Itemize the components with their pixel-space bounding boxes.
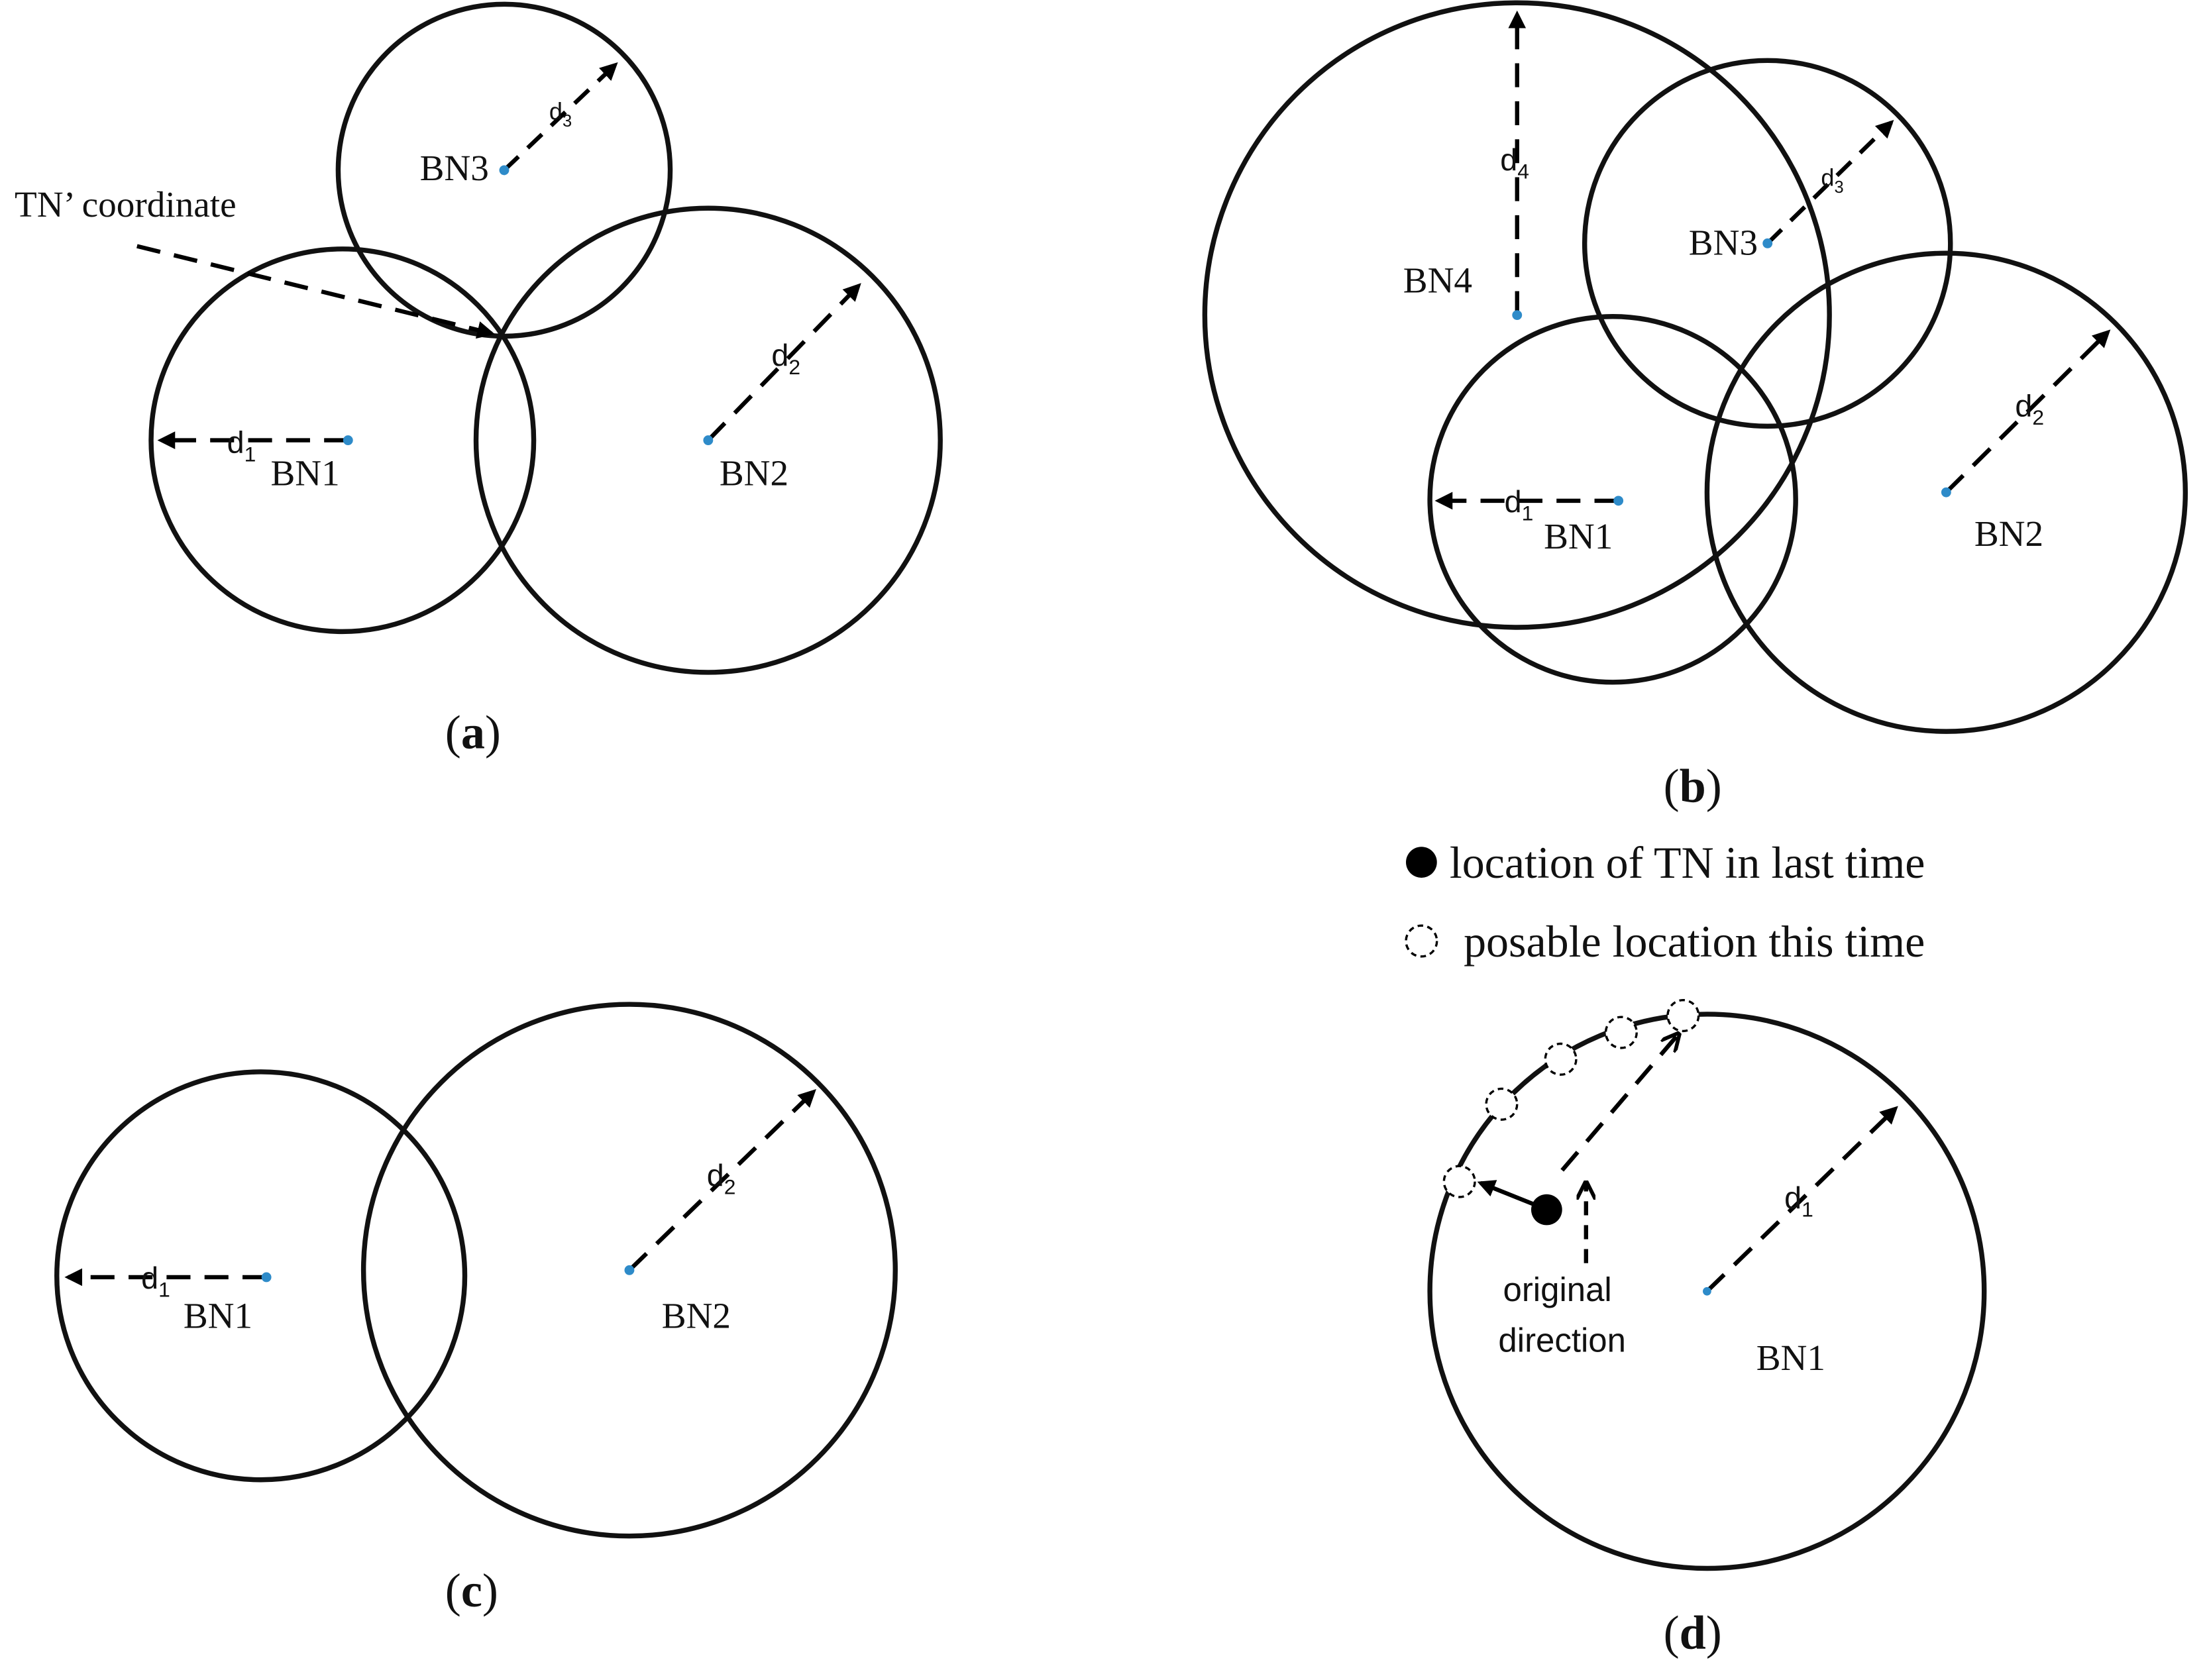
d2-label: d2 <box>2015 389 2044 430</box>
move-arrow-upper <box>1560 1035 1678 1172</box>
bn2-range-circle <box>473 205 943 675</box>
possible-location-marker <box>1442 1165 1476 1198</box>
bn1-range-circle <box>1427 1012 1987 1571</box>
d1-label: d1 <box>1505 484 1534 525</box>
possible-location-marker <box>1666 998 1700 1033</box>
bn1-node <box>1703 1286 1711 1296</box>
bn1-node <box>1613 496 1624 506</box>
bn2-label: BN2 <box>1974 513 2043 554</box>
d4-label: d4 <box>1500 142 1529 184</box>
d3-radius-arrow <box>502 62 618 172</box>
bn2-node <box>703 435 714 446</box>
possible-location-marker <box>1485 1087 1519 1121</box>
bn1-range-circle <box>148 246 537 635</box>
bn2-range-circle <box>360 1002 898 1539</box>
legend-filled-marker <box>1406 847 1437 878</box>
d1-radius-arrow <box>1705 1106 1898 1293</box>
panel-d: d1 BN1 original direction (d) <box>1427 998 1987 1659</box>
panel-c-caption: (c) <box>445 1564 498 1617</box>
d1-label: d1 <box>141 1261 170 1302</box>
bn3-label: BN3 <box>420 148 489 188</box>
bn1-node <box>343 435 353 446</box>
legend-dashed-marker <box>1405 924 1438 958</box>
d1-label: d1 <box>227 425 256 466</box>
d3-label: d3 <box>1821 164 1843 197</box>
possible-location-marker <box>1544 1042 1578 1076</box>
panel-b: BN4 BN3 BN1 BN2 d4 d3 d1 d2 (b) <box>1202 0 2188 812</box>
tn-coordinate-arrow <box>136 244 496 339</box>
bn3-node <box>1762 238 1773 248</box>
bn2-range-circle <box>1704 250 2188 734</box>
bn1-label: BN1 <box>1544 516 1613 556</box>
d2-radius-arrow <box>627 1088 816 1272</box>
d3-radius-arrow <box>1766 119 1894 245</box>
panel-b-caption: (b) <box>1664 759 1722 812</box>
bn1-range-circle <box>1427 314 1798 685</box>
bn3-range-circle <box>335 1 673 339</box>
bn3-node <box>499 165 510 176</box>
d1-label: d1 <box>1784 1181 1813 1222</box>
bn1-label: BN1 <box>270 453 339 494</box>
legend-filled-label: location of TN in last time <box>1450 837 1925 888</box>
bn1-label: BN1 <box>184 1295 252 1336</box>
d3-label: d3 <box>549 97 572 131</box>
bn2-node <box>624 1265 635 1275</box>
d2-label: d2 <box>771 338 800 379</box>
last-tn-location-marker <box>1531 1194 1562 1226</box>
bn2-label: BN2 <box>720 453 788 494</box>
legend: location of TN in last time posable loca… <box>1405 837 1925 967</box>
panel-a-caption: (a) <box>445 706 501 759</box>
bn3-range-circle <box>1582 58 1953 429</box>
tn-coordinate-label: TN’ coordinate <box>15 184 237 225</box>
legend-dashed-label: posable location this time <box>1464 916 1925 967</box>
bn4-label: BN4 <box>1403 260 1472 301</box>
bn1-range-circle <box>54 1069 468 1483</box>
bn2-node <box>1941 487 1951 498</box>
bn2-label: BN2 <box>662 1295 731 1336</box>
bn4-range-circle <box>1202 0 1832 630</box>
original-direction-label: original direction <box>1498 1271 1626 1359</box>
possible-location-marker <box>1604 1016 1638 1049</box>
d2-label: d2 <box>707 1158 736 1199</box>
panel-c: BN1 BN2 d1 d2 (c) <box>54 1002 898 1617</box>
bn4-node <box>1512 310 1523 321</box>
bn1-node <box>261 1272 272 1283</box>
panel-d-caption: (d) <box>1664 1606 1722 1659</box>
bn1-label: BN1 <box>1756 1338 1825 1378</box>
panel-a: BN1 BN2 BN3 d1 d2 d3 TN’ coordinate (a) <box>15 1 943 759</box>
move-arrow-left <box>1477 1180 1538 1208</box>
bn3-label: BN3 <box>1689 222 1758 262</box>
